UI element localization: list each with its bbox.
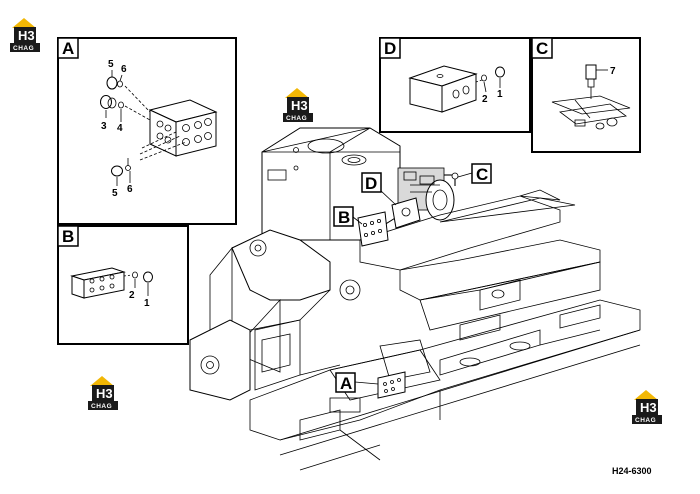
callout-d: D — [361, 172, 382, 193]
excavator-frame-drawing — [189, 127, 641, 471]
part-number-5: 5 — [108, 59, 114, 70]
logo-roof-icon — [634, 390, 658, 400]
brand-logo-bottom-right: H3 CHAG — [632, 390, 662, 424]
svg-text:C: C — [536, 39, 548, 58]
detail-view-d: D 2 1 — [379, 37, 531, 133]
part-number-1: 1 — [497, 89, 503, 100]
logo-caption: CHAG — [91, 403, 112, 410]
part-number-7: 7 — [610, 66, 616, 77]
callout-leaders — [352, 172, 473, 385]
part-number-4: 4 — [117, 123, 123, 134]
part-number-6: 6 — [121, 64, 127, 75]
svg-text:B: B — [62, 227, 74, 246]
part-number-2: 2 — [482, 94, 488, 105]
detail-view-a: A 5 — [57, 37, 237, 225]
callout-c: C — [471, 163, 492, 184]
logo-mark: H3 — [18, 28, 35, 43]
part-number-1: 1 — [144, 298, 150, 309]
logo-caption: CHAG — [13, 45, 34, 52]
detail-view-b: B 2 1 — [57, 225, 189, 345]
brand-logo-bottom-left: H3 CHAG — [88, 376, 118, 410]
part-number-3: 3 — [101, 121, 107, 132]
detail-view-c: C 7 — [531, 37, 641, 153]
svg-text:C: C — [476, 165, 488, 184]
hydraulic-pump-drawing — [397, 167, 455, 221]
logo-mark: H3 — [640, 400, 657, 415]
brand-logo-center: H3 CHAG — [283, 88, 313, 122]
drawing-code: H24-6300 — [612, 466, 652, 476]
svg-text:B: B — [338, 208, 350, 227]
svg-text:D: D — [365, 174, 377, 193]
callout-a: A — [335, 372, 356, 393]
svg-text:A: A — [340, 374, 352, 393]
logo-mark: H3 — [291, 98, 308, 113]
logo-roof-icon — [285, 88, 309, 98]
part-number-6: 6 — [127, 184, 133, 195]
part-number-5: 5 — [112, 188, 118, 199]
logo-caption: CHAG — [286, 115, 307, 122]
logo-mark: H3 — [96, 386, 113, 401]
part-number-2: 2 — [129, 290, 135, 301]
logo-roof-icon — [90, 376, 114, 386]
logo-caption: CHAG — [635, 417, 656, 424]
logo-roof-icon — [12, 18, 36, 28]
callout-b: B — [333, 206, 354, 227]
brand-logo-top-left: H3 CHAG — [10, 18, 40, 52]
svg-text:A: A — [62, 39, 74, 58]
svg-text:D: D — [384, 39, 396, 58]
